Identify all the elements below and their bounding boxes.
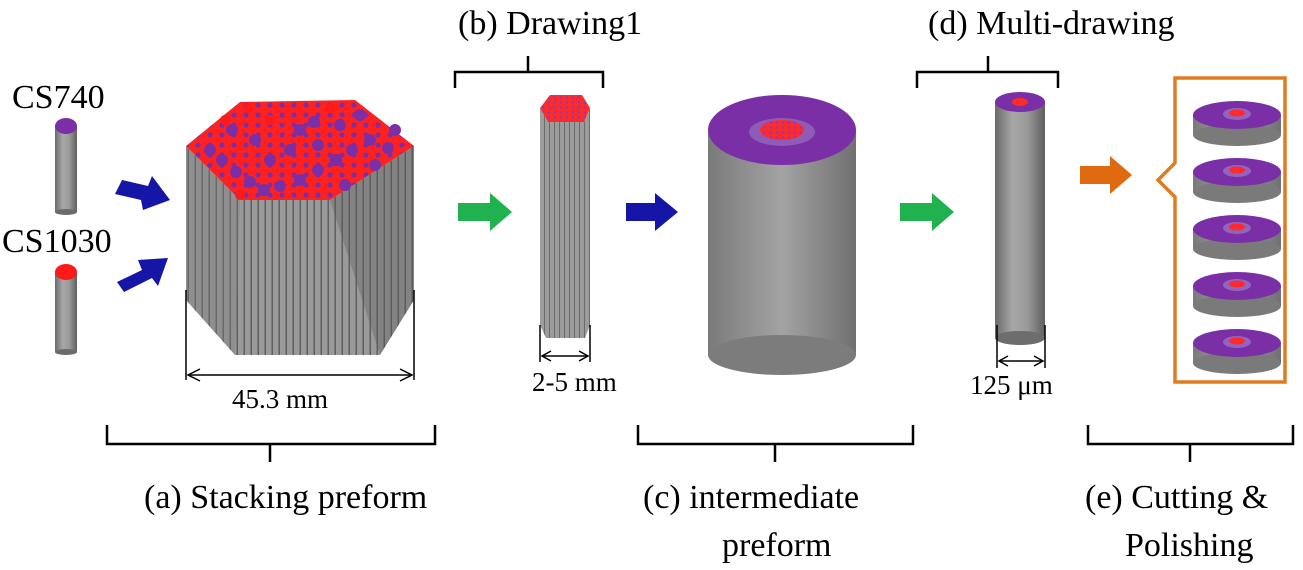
arrow-icon bbox=[115, 176, 170, 210]
stacking-preform bbox=[186, 100, 414, 355]
caption-intermediate-line2: preform bbox=[722, 527, 832, 564]
brace-b bbox=[453, 56, 605, 88]
fiber bbox=[995, 92, 1045, 345]
dimension-label-drawing1: 2-5 mm bbox=[532, 367, 617, 397]
disc-stack-icon bbox=[1193, 101, 1281, 374]
brace-d bbox=[915, 56, 1060, 88]
dimension-label-stack: 45.3 mm bbox=[232, 384, 328, 414]
caption-cutting-line1: (e) Cutting & bbox=[1085, 479, 1268, 516]
cs1030-rod bbox=[55, 264, 77, 355]
caption-cutting-line2: Polishing bbox=[1125, 527, 1253, 564]
arrow-icon bbox=[117, 258, 168, 292]
cs740-rod bbox=[55, 118, 77, 215]
arrow-icon bbox=[1080, 156, 1132, 194]
caption-intermediate-line1: (c) intermediate bbox=[643, 479, 859, 516]
drawn-cane bbox=[540, 95, 590, 338]
arrow-icon bbox=[626, 193, 678, 231]
arrow-icon bbox=[458, 193, 512, 231]
brace-e bbox=[1086, 425, 1295, 462]
cut-pieces-frame bbox=[1155, 76, 1287, 384]
arrow-icon bbox=[900, 193, 954, 231]
intermediate-preform bbox=[708, 95, 856, 375]
title-drawing1: (b) Drawing1 bbox=[458, 5, 642, 42]
brace-c bbox=[636, 425, 915, 462]
caption-stacking-preform: (a) Stacking preform bbox=[144, 479, 427, 516]
cs1030-label: CS1030 bbox=[2, 223, 112, 260]
dimension-label-fiber: 125 μm bbox=[970, 370, 1053, 400]
cs740-label: CS740 bbox=[12, 79, 105, 116]
brace-a bbox=[105, 425, 437, 462]
title-multi-drawing: (d) Multi-drawing bbox=[928, 5, 1174, 42]
